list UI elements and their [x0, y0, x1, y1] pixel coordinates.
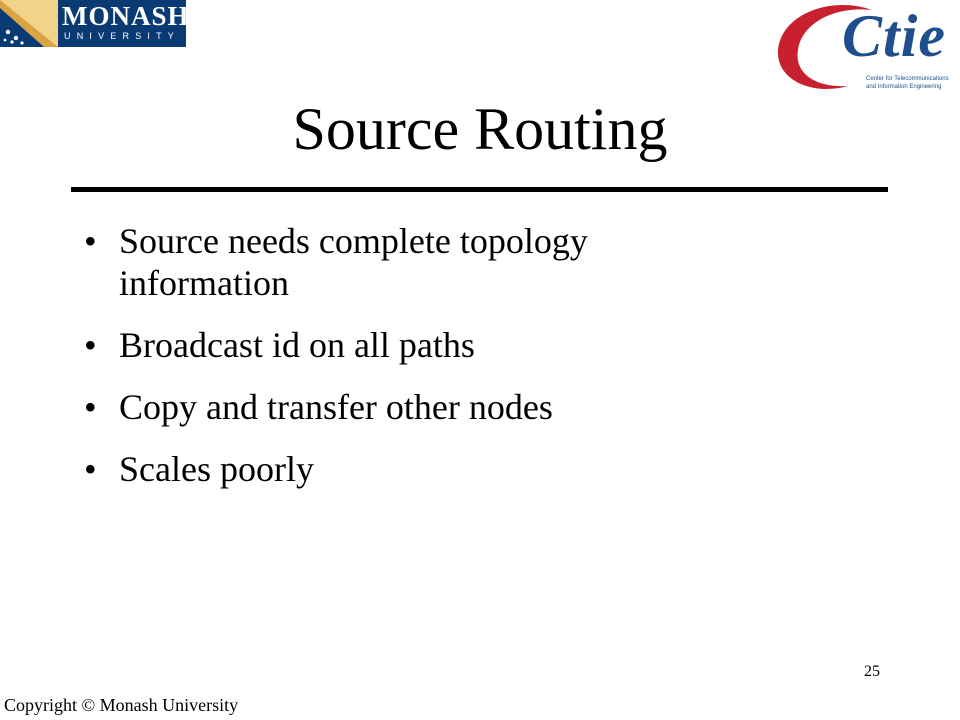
title-underline — [71, 187, 888, 192]
list-item: • Copy and transfer other nodes — [0, 386, 699, 428]
bullet-text: Scales poorly — [119, 449, 314, 489]
bullet-text: Source needs complete topology informati… — [119, 221, 588, 303]
list-item: • Broadcast id on all paths — [0, 324, 699, 366]
monash-logo: MONASH UNIVERSITY — [0, 0, 186, 47]
ctie-caption: Center for Telecommunications and Inform… — [866, 75, 960, 91]
ctie-swoosh-icon — [777, 4, 872, 89]
slide-title: Source Routing — [292, 96, 668, 162]
ctie-wordmark: Ctie — [842, 3, 946, 69]
bullet-marker: • — [84, 221, 97, 261]
bullet-list: • Source needs complete topology informa… — [0, 220, 960, 510]
page-number: 25 — [864, 663, 880, 680]
bullet-marker: • — [84, 387, 97, 427]
ctie-caption-line-1: Center for Telecommunications — [866, 76, 949, 82]
list-item: • Source needs complete topology informa… — [0, 220, 699, 304]
ctie-caption-line-2: and Information Engineering — [866, 84, 942, 90]
bullet-text: Copy and transfer other nodes — [119, 387, 553, 427]
monash-shield-icon — [0, 0, 58, 47]
monash-subtitle: UNIVERSITY — [64, 31, 181, 41]
bullet-text: Broadcast id on all paths — [119, 325, 475, 365]
copyright-notice: Copyright © Monash University — [4, 695, 239, 715]
monash-wordmark: MONASH — [62, 1, 186, 31]
ctie-logo: Ctie Center for Telecommunications and I… — [774, 0, 960, 100]
bullet-marker: • — [84, 449, 97, 489]
bullet-marker: • — [84, 325, 97, 365]
list-item: • Scales poorly — [0, 448, 699, 490]
